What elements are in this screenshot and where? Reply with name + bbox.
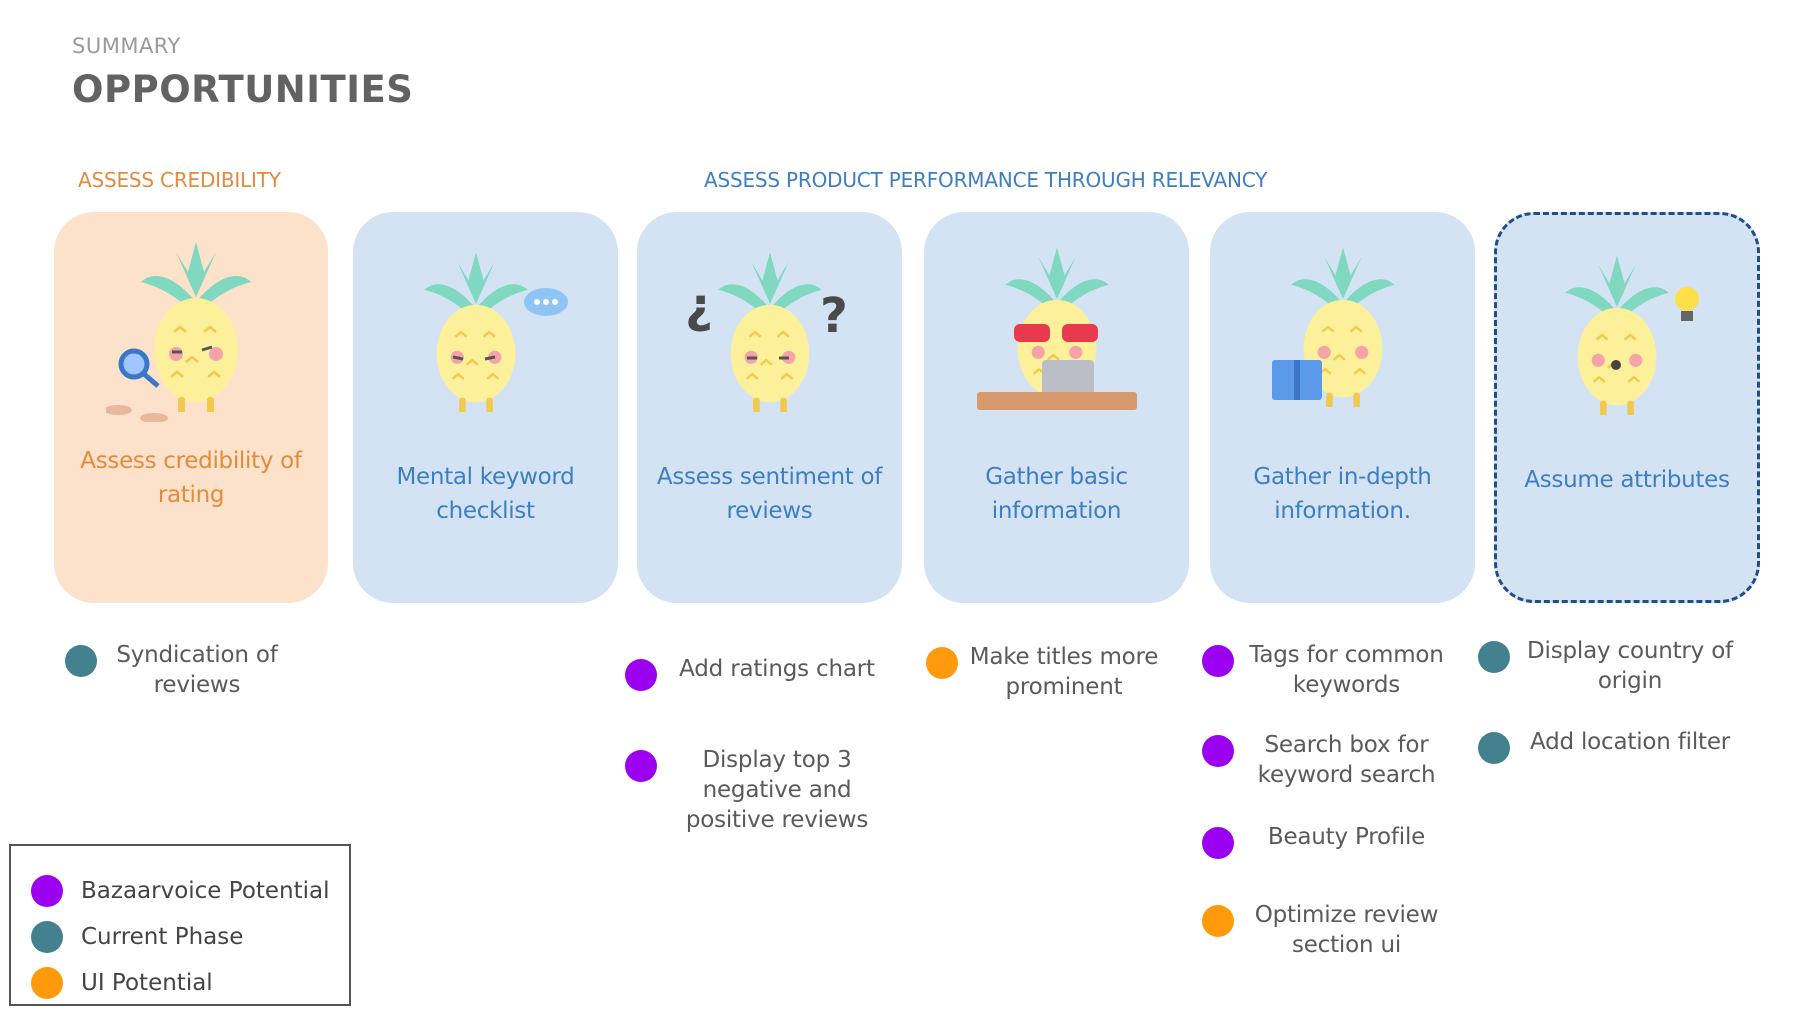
bazaarvoice-dot [31,875,63,907]
opportunity-item: Search box for keyword search [1202,730,1459,790]
opportunity-item: Make titles more prominent [926,642,1170,702]
opportunity-item: Display country of origin [1478,636,1750,696]
legend: Bazaarvoice Potential Current Phase UI P… [9,844,351,1006]
card-label: Assume attributes [1524,467,1730,493]
legend-row: UI Potential [31,960,349,1006]
card-label: Mental keyword checklist [396,464,575,524]
opportunity-item: Display top 3 negative and positive revi… [625,745,897,835]
pineapple-thinking-icon [422,252,568,412]
card-label: Assess credibility of rating [80,448,302,508]
opportunity-text: Beauty Profile [1267,824,1426,850]
bazaarvoice-dot [1202,735,1234,767]
legend-label: Bazaarvoice Potential [81,878,330,904]
ui-potential-dot [1202,905,1234,937]
card-assess-credibility: Assess credibility of rating [54,212,328,603]
pineapple-magnifier-icon [106,242,253,422]
card-label: Gather in-depth information. [1253,464,1432,524]
opportunity-item: Tags for common keywords [1202,640,1459,700]
opportunity-item: Beauty Profile [1202,822,1459,859]
legend-label: Current Phase [81,924,244,950]
opportunity-text: Add ratings chart [679,656,875,682]
section-label-credibility: ASSESS CREDIBILITY [78,168,281,192]
eyebrow-label: SUMMARY [72,34,181,58]
current-phase-dot [1478,732,1510,764]
opportunity-text: Make titles more prominent [969,644,1159,700]
current-phase-dot [65,645,97,677]
card-label: Assess sentiment of reviews [656,464,883,524]
bazaarvoice-dot [625,750,657,782]
opportunity-text: Display country of origin [1527,638,1733,694]
legend-label: UI Potential [81,970,213,996]
ui-potential-dot [31,967,63,999]
opportunity-text: Search box for keyword search [1257,732,1436,788]
opportunity-text: Tags for common keywords [1249,642,1444,698]
bazaarvoice-dot [625,659,657,691]
opportunity-text: Syndication of reviews [116,642,278,698]
card-mental-keyword-checklist: Mental keyword checklist [353,212,618,603]
pineapple-book-icon [1271,247,1396,407]
page-title: OPPORTUNITIES [72,68,414,111]
opportunity-text: Optimize review section ui [1254,902,1439,958]
pineapple-laptop-icon [976,247,1137,410]
current-phase-dot [31,921,63,953]
opportunity-item: Add ratings chart [625,654,897,691]
card-assess-sentiment: ¿ ? Assess sentiment of reviews [637,212,902,603]
opportunity-item: Optimize review section ui [1202,900,1459,960]
opportunity-item: Syndication of reviews [65,640,297,700]
opportunity-text: Display top 3 negative and positive revi… [685,747,869,833]
section-label-performance: ASSESS PRODUCT PERFORMANCE THROUGH RELEV… [704,168,1268,192]
card-label: Gather basic information [985,464,1128,524]
bazaarvoice-dot [1202,645,1234,677]
legend-row: Bazaarvoice Potential [31,868,349,914]
pineapple-question-icon: ¿ ? [685,252,848,412]
card-gather-basic: Gather basic information [924,212,1189,603]
svg-text:?: ? [820,288,848,344]
bazaarvoice-dot [1202,827,1234,859]
legend-row: Current Phase [31,914,349,960]
current-phase-dot [1478,641,1510,673]
opportunity-item: Add location filter [1478,727,1750,764]
card-assume-attributes: Assume attributes [1494,212,1760,603]
ui-potential-dot [926,647,958,679]
svg-text:¿: ¿ [685,278,713,334]
pineapple-idea-icon [1564,255,1699,415]
opportunity-text: Add location filter [1529,729,1731,755]
card-gather-in-depth: Gather in-depth information. [1210,212,1475,603]
